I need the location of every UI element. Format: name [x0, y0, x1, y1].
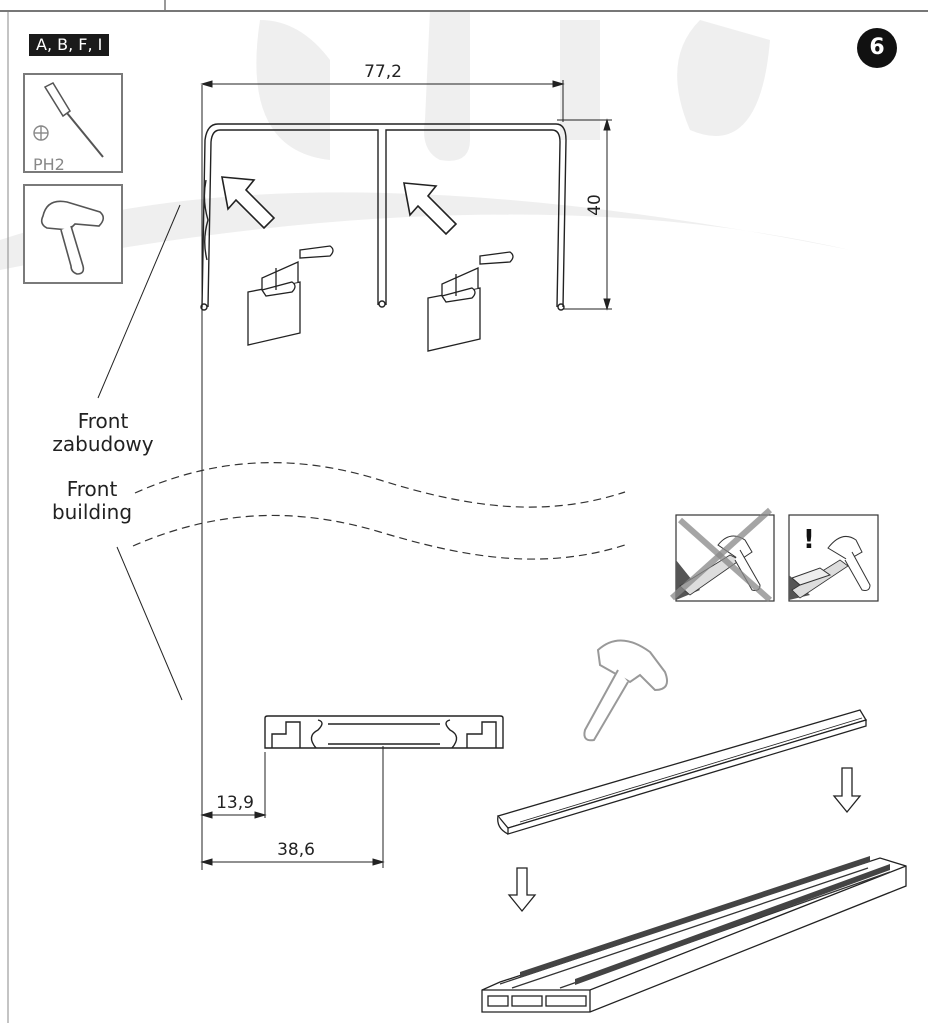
inset-correct-method	[788, 514, 879, 602]
step-number: 6	[857, 28, 897, 68]
screwdriver-tool-box: PH2	[23, 73, 123, 174]
watermark	[0, 10, 850, 270]
screwdriver-icon	[33, 82, 104, 158]
break-line-lower	[132, 514, 626, 560]
cover-strip	[496, 709, 867, 835]
dimension-offset-small-label: 13,9	[216, 793, 254, 813]
front-caption-english-line2: building	[51, 500, 133, 524]
inset-wrong-method	[669, 507, 775, 603]
rubber-mallet-icon	[40, 200, 105, 275]
dimension-width-label: 77,2	[364, 62, 402, 82]
dimension-height	[557, 118, 612, 311]
dimension-offset-small	[200, 752, 267, 819]
front-caption-polish: Front zabudowy	[48, 410, 158, 456]
screwdriver-label: PH2	[33, 155, 65, 174]
guide-insert-right	[427, 251, 514, 352]
guide-insert-left	[247, 245, 334, 346]
caption-leader-lower	[116, 546, 183, 701]
down-arrow-left	[507, 867, 537, 913]
front-caption-english-line1: Front	[66, 477, 118, 501]
dimension-height-label: 40	[585, 194, 605, 216]
mallet-tool-box	[23, 184, 123, 284]
break-line-upper	[134, 462, 626, 508]
bottom-rail-profile	[264, 715, 504, 749]
insert-arrow-right	[403, 182, 458, 236]
variant-badge: A, B, F, I	[29, 34, 110, 56]
dimension-offset-large-label: 38,6	[277, 840, 315, 860]
dimension-offset-large	[200, 746, 385, 868]
warning-mark: !	[803, 525, 815, 555]
large-mallet-icon	[583, 639, 668, 742]
caption-leader-upper	[97, 204, 181, 399]
bottom-rail-3d	[481, 856, 907, 1013]
front-caption-polish-line2: zabudowy	[52, 432, 154, 456]
front-caption-polish-line1: Front	[77, 409, 129, 433]
top-rail-profile	[200, 123, 567, 311]
front-caption-english: Front building	[42, 478, 142, 524]
down-arrow-right	[832, 767, 862, 814]
insert-arrow-left	[221, 176, 276, 230]
dimension-width	[200, 80, 565, 122]
